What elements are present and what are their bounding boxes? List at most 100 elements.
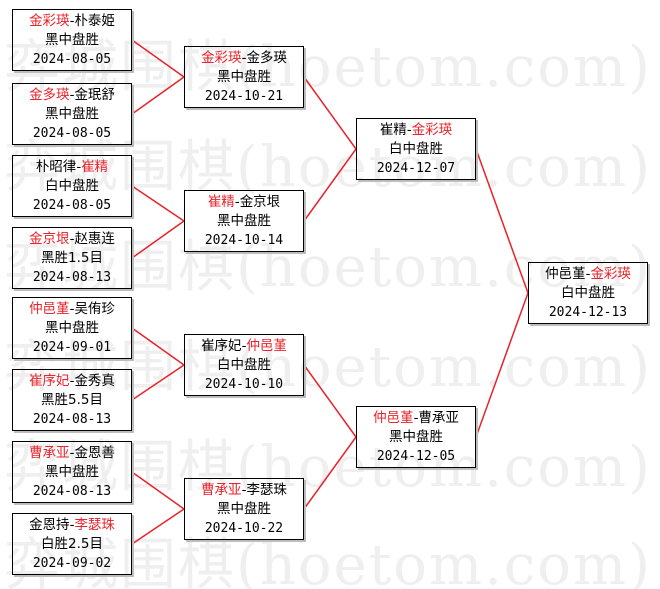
match-players: 曹承亚-金恩善: [29, 444, 115, 463]
match-players: 仲邑堇-吴侑珍: [29, 300, 115, 319]
match-date: 2024-08-13: [32, 411, 112, 427]
connector-r1m7-r2m4: [131, 471, 185, 510]
match-result: 黑胜1.5目: [41, 249, 103, 266]
player-white: 金多瑛: [246, 49, 287, 66]
match-date: 2024-08-05: [32, 51, 112, 67]
match-date: 2024-09-02: [32, 555, 112, 571]
match-result: 黑中盘胜: [217, 500, 271, 517]
match-players: 曹承亚-李瑟珠: [201, 481, 287, 500]
match-result: 白胜2.5目: [41, 535, 103, 552]
match-players: 金彩瑛-金多瑛: [201, 49, 287, 68]
player-black: 崔精: [207, 193, 235, 210]
match-result: 白中盘胜: [45, 177, 99, 194]
match-date: 2024-12-13: [548, 304, 628, 320]
player-white: 金秀真: [74, 372, 115, 389]
player-black: 崔序妃: [29, 372, 70, 389]
match-players: 金京垠-赵惠连: [29, 230, 115, 249]
vs-dash: -: [69, 444, 75, 461]
match-players: 朴昭律-崔精: [36, 158, 108, 177]
player-black: 仲邑堇: [29, 300, 70, 317]
vs-dash: -: [241, 337, 247, 354]
player-white: 崔精: [81, 158, 109, 175]
match-players: 仲邑堇-金彩瑛: [545, 265, 631, 284]
connector-r1m3-r2m2: [131, 185, 185, 222]
match-players: 崔序妃-金秀真: [29, 372, 115, 391]
player-black: 金多瑛: [29, 86, 70, 103]
match-result: 白中盘胜: [217, 356, 271, 373]
player-white: 李瑟珠: [74, 516, 115, 533]
match-result: 黑中盘胜: [217, 212, 271, 229]
match-box-r2m2: 崔精-金京垠黑中盘胜 2024-10-14: [184, 190, 304, 252]
player-white: 赵惠连: [74, 230, 115, 247]
player-black: 金彩瑛: [29, 12, 70, 29]
match-players: 仲邑堇-曹承亚: [373, 409, 459, 428]
vs-dash: -: [76, 158, 82, 175]
connector-r1m2-r2m1: [131, 76, 185, 115]
vs-dash: -: [585, 265, 591, 282]
match-players: 金彩瑛-朴泰姫: [29, 12, 115, 31]
connector-r2m3-r3m2: [303, 364, 357, 438]
player-white: 金彩瑛: [590, 265, 631, 282]
match-date: 2024-12-07: [376, 160, 456, 176]
vs-dash: -: [241, 481, 247, 498]
player-black: 金彩瑛: [201, 49, 242, 66]
player-black: 金恩持: [29, 516, 70, 533]
connector-r3m2-final: [475, 292, 529, 438]
player-black: 曹承亚: [29, 444, 70, 461]
connector-r1m4-r2m2: [131, 220, 185, 259]
match-date: 2024-10-21: [204, 88, 284, 104]
vs-dash: -: [69, 516, 75, 533]
match-result: 黑中盘胜: [45, 463, 99, 480]
match-result: 白中盘胜: [389, 140, 443, 157]
player-white: 仲邑堇: [246, 337, 287, 354]
vs-dash: -: [69, 300, 75, 317]
connector-r2m4-r3m2: [303, 436, 357, 510]
match-date: 2024-10-10: [204, 376, 284, 392]
player-black: 朴昭律: [35, 158, 77, 175]
match-date: 2024-10-14: [204, 232, 284, 248]
vs-dash: -: [241, 49, 247, 66]
match-date: 2024-09-01: [32, 339, 112, 355]
player-black: 金京垠: [29, 230, 70, 247]
connector-r1m8-r2m4: [131, 508, 185, 545]
vs-dash: -: [69, 372, 75, 389]
match-players: 崔精-金京垠: [208, 193, 280, 212]
vs-dash: -: [413, 409, 419, 426]
player-white: 金恩善: [74, 444, 115, 461]
connector-r1m5-r2m3: [131, 327, 185, 366]
match-result: 黑胜5.5目: [41, 391, 103, 408]
player-white: 金珉舒: [74, 86, 115, 103]
match-date: 2024-08-05: [32, 197, 112, 213]
connector-r1m6-r2m3: [131, 364, 185, 401]
vs-dash: -: [69, 230, 75, 247]
match-result: 黑中盘胜: [45, 31, 99, 48]
vs-dash: -: [69, 12, 75, 29]
match-result: 黑中盘胜: [45, 105, 99, 122]
match-result: 黑中盘胜: [217, 68, 271, 85]
match-date: 2024-08-13: [32, 483, 112, 499]
match-box-r1m1: 金彩瑛-朴泰姫黑中盘胜 2024-08-05: [12, 9, 132, 71]
player-black: 仲邑堇: [373, 409, 414, 426]
player-white: 金彩瑛: [411, 121, 453, 138]
match-date: 2024-10-22: [204, 520, 284, 536]
connector-r1m1-r2m1: [131, 39, 185, 78]
match-date: 2024-08-13: [32, 269, 112, 285]
player-black: 曹承亚: [201, 481, 242, 498]
connector-r2m1-r3m1: [303, 76, 357, 150]
player-black: 仲邑堇: [545, 265, 586, 282]
vs-dash: -: [234, 193, 240, 210]
match-result: 黑中盘胜: [45, 319, 99, 336]
match-players: 金恩持-李瑟珠: [29, 516, 115, 535]
match-box-r1m5: 仲邑堇-吴侑珍黑中盘胜 2024-09-01: [12, 297, 132, 359]
